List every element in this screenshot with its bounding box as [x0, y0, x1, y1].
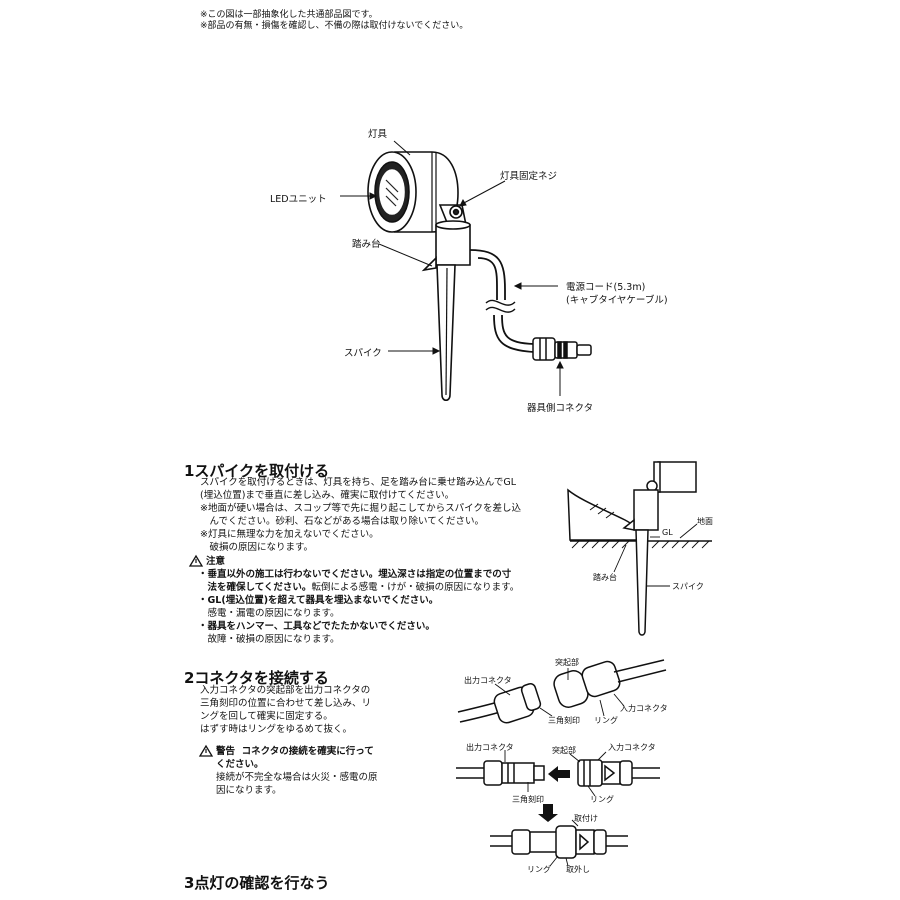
warning-body-2: 因になります。	[216, 785, 282, 796]
section2-heading: 2コネクタを接続する	[184, 669, 329, 687]
section1-line-2: (埋込位置)まで垂直に差し込み、確実に取付けてください。	[200, 490, 455, 501]
label-fixture: 灯具	[368, 129, 388, 140]
label-fixing-screw: 灯具固定ネジ	[500, 171, 558, 182]
conn-label-output-1: 出力コネクタ	[464, 676, 512, 685]
caution-1-line2: 法を確保してください。転倒による感電・けが・破損の原因になります。	[198, 582, 520, 595]
label-fixture-connector: 器具側コネクタ	[527, 403, 594, 414]
caution-2-bold: ・GL(埋込位置)を超えて器具を埋込まないでください。	[198, 595, 439, 606]
section2-line-2: 三角刻印の位置に合わせて差し込み、リ	[200, 698, 372, 709]
section2-line-1: 入力コネクタの突起部を出力コネクタの	[200, 685, 371, 696]
conn-label-attach: 取付け	[574, 814, 598, 823]
label-step-base: 踏み台	[352, 239, 381, 250]
label-power-cord-2: (キャブタイヤケーブル)	[566, 295, 668, 306]
section1-heading: 1スパイクを取付ける	[184, 462, 330, 480]
conn-label-input-1: 入力コネクタ	[620, 704, 668, 713]
section1-line-4: んでください。砂利、石などがある場合は取り除いてください。	[200, 516, 484, 527]
install-label-spike: スパイク	[672, 582, 704, 591]
warning-text-2: ください。	[216, 759, 264, 770]
conn-label-protrusion-2: 突起部	[552, 746, 576, 755]
caution-title: 注意	[206, 556, 226, 567]
conn-label-triangle-1: 三角刻印	[548, 716, 580, 725]
section3-heading: 3点灯の確認を行なう	[184, 874, 330, 892]
conn-label-triangle-2: 三角刻印	[512, 795, 544, 804]
conn-label-remove: 取外し	[566, 865, 590, 874]
label-spike: スパイク	[344, 348, 382, 359]
install-label-ground: 地面	[697, 517, 713, 526]
conn-label-ring-2: リング	[590, 795, 614, 804]
section1-line-5: ※灯具に無理な力を加えないでください。	[200, 529, 379, 540]
header-note-2: ※部品の有無・損傷を確認し、不備の際は取付けないでください。	[200, 21, 469, 31]
warning-title: 警告	[216, 746, 236, 757]
conn-label-protrusion-1: 突起部	[555, 658, 579, 667]
section2-line-3: ングを回して確実に固定する。	[200, 711, 333, 722]
conn-label-input-2: 入力コネクタ	[608, 743, 656, 752]
warning-body-1: 接続が不完全な場合は火災・感電の原	[216, 772, 378, 783]
caution-1-normal: 転倒による感電・けが・破損の原因になります。	[311, 582, 520, 593]
header-note-1: ※この図は一部抽象化した共通部品図です。	[200, 10, 378, 20]
section2-line-4: はずす時はリングをゆるめて抜く。	[200, 724, 353, 735]
caution-1-bold2: 法を確保してください。	[198, 582, 312, 593]
warning-line-1: 警告 コネクタの接続を確実に行って	[216, 746, 374, 759]
caution-3-normal: 故障・破損の原因になります。	[198, 634, 340, 645]
caution-1-bold: ・垂直以外の施工は行わないでください。埋込深さは指定の位置までの寸	[198, 569, 512, 580]
install-label-step-base: 踏み台	[593, 573, 617, 582]
conn-label-ring-1: リング	[594, 716, 618, 725]
section1-line-6: 破損の原因になります。	[200, 542, 314, 553]
conn-label-output-2: 出力コネクタ	[466, 743, 514, 752]
label-led-unit: LEDユニット	[270, 194, 327, 205]
label-power-cord-1: 電源コード(5.3m)	[566, 282, 646, 293]
caution-3-bold: ・器具をハンマー、工具などでたたかないでください。	[198, 621, 435, 632]
warning-text-1: コネクタの接続を確実に行って	[241, 746, 374, 757]
section1-line-3: ※地面が硬い場合は、スコップ等で先に掘り起こしてからスパイクを差し込	[200, 503, 521, 514]
caution-2-normal: 感電・漏電の原因になります。	[198, 608, 340, 619]
section1-line-1: スパイクを取付けるときは、灯具を持ち、足を踏み台に乗せ踏み込んでGL	[200, 477, 516, 488]
conn-label-ring-3: リング	[527, 865, 551, 874]
install-label-gl: GL	[662, 528, 673, 537]
